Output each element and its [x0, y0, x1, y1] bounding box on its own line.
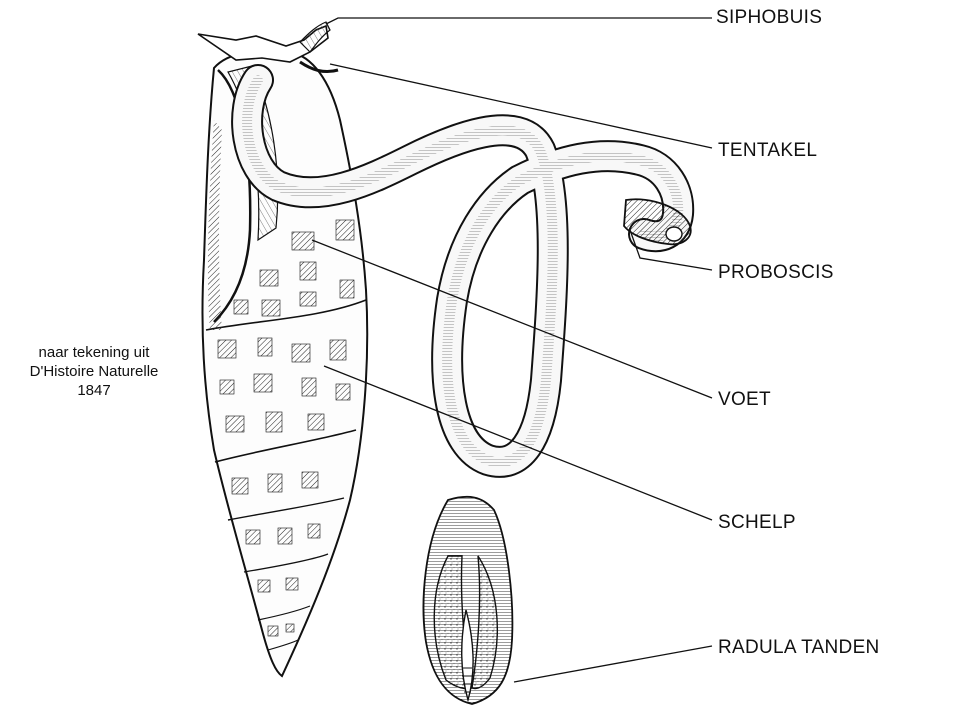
label-proboscis: PROBOSCIS	[718, 263, 834, 282]
label-tentakel: TENTAKEL	[718, 141, 817, 160]
shell	[202, 51, 367, 676]
label-radula-tanden: RADULA TANDEN	[718, 638, 880, 657]
leader-siphobuis	[326, 18, 712, 24]
label-siphobuis: SIPHOBUIS	[716, 8, 822, 27]
radula-teeth-figure	[424, 497, 513, 704]
leader-radula	[514, 646, 712, 682]
siphon	[198, 22, 330, 62]
leader-schelp	[324, 366, 712, 520]
shell-outline	[202, 51, 367, 676]
caption-line: 1847	[2, 381, 186, 400]
label-schelp: SCHELP	[718, 513, 796, 532]
caption-line: D'Histoire Naturelle	[2, 362, 186, 381]
label-voet: VOET	[718, 390, 771, 409]
leader-voet	[312, 240, 712, 398]
source-caption: naar tekening uit D'Histoire Naturelle 1…	[2, 343, 186, 400]
caption-line: naar tekening uit	[2, 343, 186, 362]
